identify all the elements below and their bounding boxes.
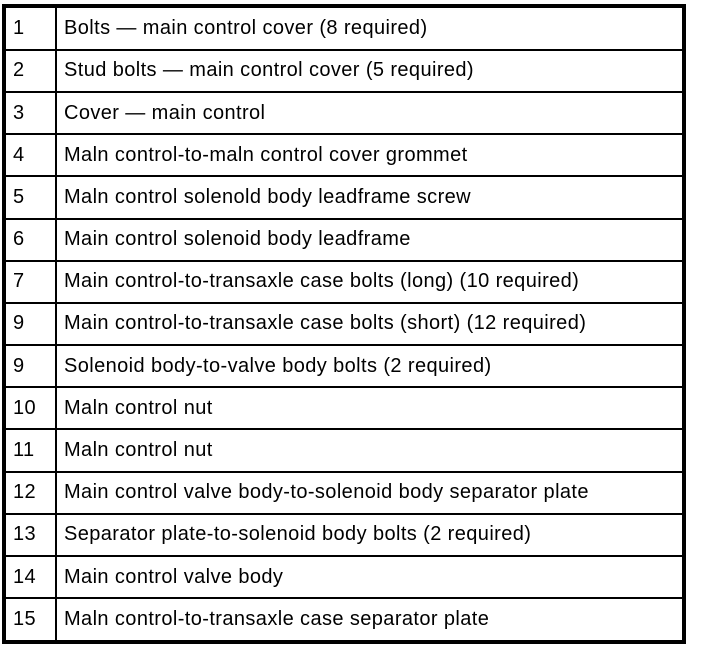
part-description-cell: Maln control solenold body leadframe scr…: [55, 175, 685, 220]
part-number-cell: 13: [3, 512, 57, 557]
parts-table-body: 1 Bolts — main control cover (8 required…: [3, 5, 685, 643]
table-row: 1 Bolts — main control cover (8 required…: [3, 5, 685, 51]
part-description-cell: Stud bolts — main control cover (5 requi…: [55, 48, 685, 94]
part-number-cell: 6: [3, 217, 57, 262]
table-row: 6 Main control solenoid body leadframe: [3, 217, 685, 262]
table-row: 5 Maln control solenold body leadframe s…: [3, 175, 685, 220]
part-description-cell: Main control valve body-to-solenoid body…: [55, 470, 685, 515]
table-row: 10 Maln control nut: [3, 386, 685, 431]
table-row: 4 Maln control-to-maln control cover gro…: [3, 133, 685, 178]
table-row: 7 Main control-to-transaxle case bolts (…: [3, 259, 685, 304]
part-number-cell: 14: [3, 554, 57, 600]
part-description-cell: Maln control nut: [55, 386, 685, 431]
part-description-cell: Maln control nut: [55, 428, 685, 473]
table-row: 14 Main control valve body: [3, 554, 685, 600]
part-number-cell: 11: [3, 428, 57, 473]
part-number-cell: 4: [3, 133, 57, 178]
table-row: 13 Separator plate-to-solenoid body bolt…: [3, 512, 685, 557]
part-number-cell: 3: [3, 91, 57, 136]
part-number-cell: 15: [3, 597, 57, 643]
part-description-cell: Main control valve body: [55, 554, 685, 600]
parts-list-table: 1 Bolts — main control cover (8 required…: [2, 4, 686, 644]
part-number-cell: 9: [3, 344, 57, 389]
part-description-cell: Main control solenoid body leadframe: [55, 217, 685, 262]
table-row: 11 Maln control nut: [3, 428, 685, 473]
part-description-cell: Separator plate-to-solenoid body bolts (…: [55, 512, 685, 557]
part-number-cell: 10: [3, 386, 57, 431]
part-description-cell: Maln control-to-maln control cover gromm…: [55, 133, 685, 178]
part-description-cell: Main control-to-transaxle case bolts (lo…: [55, 259, 685, 304]
part-description-cell: Solenoid body-to-valve body bolts (2 req…: [55, 344, 685, 389]
table-row: 3 Cover — main control: [3, 91, 685, 136]
part-number-cell: 9: [3, 301, 57, 347]
table-row: 9 Solenoid body-to-valve body bolts (2 r…: [3, 344, 685, 389]
part-description-cell: Main control-to-transaxle case bolts (sh…: [55, 301, 685, 347]
part-number-cell: 12: [3, 470, 57, 515]
part-number-cell: 5: [3, 175, 57, 220]
table-row: 15 Maln control-to-transaxle case separa…: [3, 597, 685, 643]
part-description-cell: Maln control-to-transaxle case separator…: [55, 597, 685, 643]
part-description-cell: Cover — main control: [55, 91, 685, 136]
table-row: 2 Stud bolts — main control cover (5 req…: [3, 48, 685, 94]
table-row: 9 Main control-to-transaxle case bolts (…: [3, 301, 685, 347]
part-number-cell: 2: [3, 48, 57, 94]
part-number-cell: 7: [3, 259, 57, 304]
part-number-cell: 1: [3, 5, 57, 51]
part-description-cell: Bolts — main control cover (8 required): [55, 5, 685, 51]
table-row: 12 Main control valve body-to-solenoid b…: [3, 470, 685, 515]
